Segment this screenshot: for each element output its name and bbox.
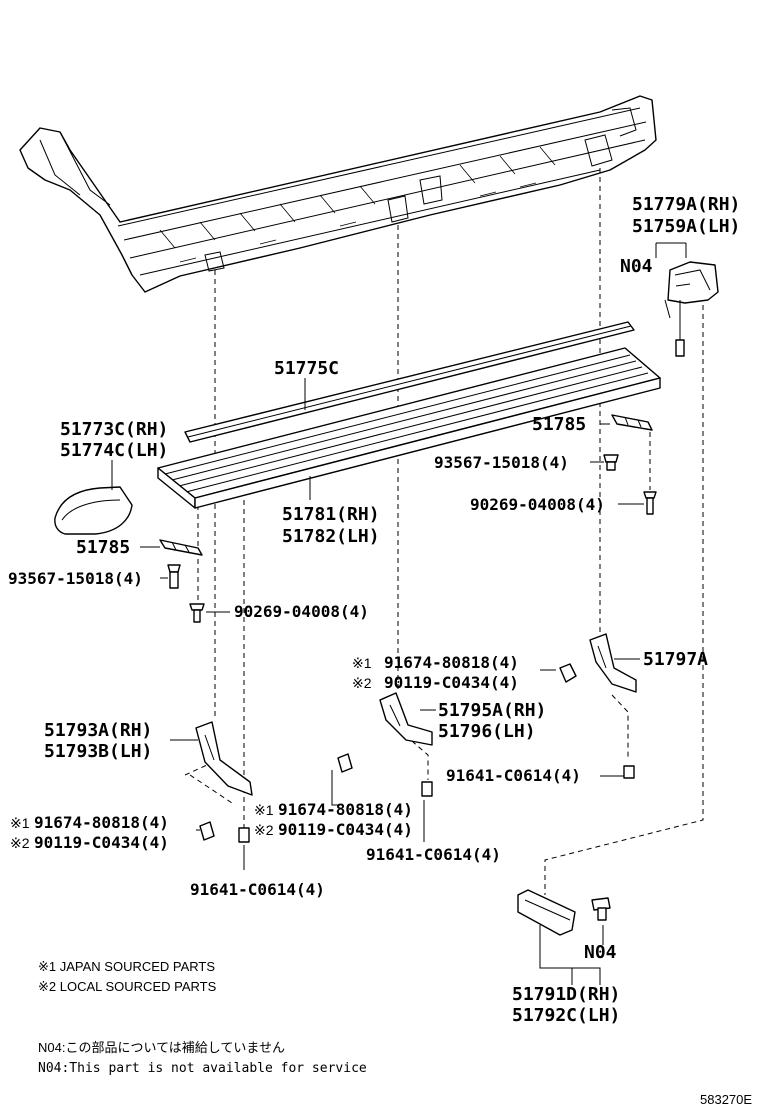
label-90119-mid: 90119-C0434(4) xyxy=(278,820,413,839)
label-90119-mid-top: 90119-C0434(4) xyxy=(384,673,519,692)
running-board xyxy=(157,347,661,509)
label-51793b: 51793B(LH) xyxy=(44,741,152,762)
note-n04-english: N04:This part is not available for servi… xyxy=(38,1061,367,1076)
label-93567-left: 93567-15018(4) xyxy=(8,569,143,588)
assembly-dash-lines xyxy=(184,168,704,895)
note-local-sourced: ※2 LOCAL SOURCED PARTS xyxy=(38,979,217,994)
label-91674-mid: 91674-80818(4) xyxy=(278,800,413,819)
bracket-51795 xyxy=(379,692,433,746)
label-90269-right: 90269-04008(4) xyxy=(470,495,605,514)
label-51796: 51796(LH) xyxy=(438,721,536,742)
label-51792c: 51792C(LH) xyxy=(512,1005,620,1026)
bracket-51793 xyxy=(195,721,253,796)
label-51797a: 51797A xyxy=(643,649,708,670)
mark-1-mid-top: ※1 xyxy=(352,655,372,671)
mark-2-left: ※2 xyxy=(10,835,30,851)
end-cap-rear xyxy=(664,261,719,357)
label-51793a: 51793A(RH) xyxy=(44,720,152,741)
label-51773c: 51773C(RH) xyxy=(60,419,168,440)
mark-1-left: ※1 xyxy=(10,815,30,831)
label-51759a: 51759A(LH) xyxy=(632,216,740,237)
label-93567-right: 93567-15018(4) xyxy=(434,453,569,472)
mark-1-mid: ※1 xyxy=(254,802,274,818)
label-90119-left: 90119-C0434(4) xyxy=(34,833,169,852)
label-91641-right: 91641-C0614(4) xyxy=(446,766,581,785)
clip-51785-left xyxy=(159,539,203,556)
label-leaders xyxy=(111,242,687,985)
label-n04-top: N04 xyxy=(620,256,653,277)
end-cap-front xyxy=(54,486,133,535)
label-51791d: 51791D(RH) xyxy=(512,984,620,1005)
frame-side-rail xyxy=(19,95,657,293)
label-91674-mid-top: 91674-80818(4) xyxy=(384,653,519,672)
label-51779a: 51779A(RH) xyxy=(632,194,740,215)
label-51785-left: 51785 xyxy=(76,537,130,558)
label-91641-mid: 91641-C0614(4) xyxy=(366,845,501,864)
fasteners xyxy=(167,454,657,921)
label-51781: 51781(RH) xyxy=(282,504,380,525)
label-90269-left: 90269-04008(4) xyxy=(234,602,369,621)
figure-code: 583270E xyxy=(700,1092,752,1107)
note-japan-sourced: ※1 JAPAN SOURCED PARTS xyxy=(38,959,215,974)
clip-51785-right xyxy=(611,414,653,431)
step-pad-51791d xyxy=(517,889,576,936)
mark-2-mid: ※2 xyxy=(254,822,274,838)
bracket-51797a xyxy=(589,633,637,693)
strip-51775c xyxy=(184,321,635,443)
label-51782: 51782(LH) xyxy=(282,526,380,547)
label-51795a: 51795A(RH) xyxy=(438,700,546,721)
label-91674-left: 91674-80818(4) xyxy=(34,813,169,832)
label-n04-bottom: N04 xyxy=(584,942,617,963)
note-n04-japanese: N04:この部品については補給していません xyxy=(38,1040,285,1055)
label-51775c: 51775C xyxy=(274,358,339,379)
label-51785-right: 51785 xyxy=(532,414,586,435)
label-51774c: 51774C(LH) xyxy=(60,440,168,461)
mark-2-mid-top: ※2 xyxy=(352,675,372,691)
label-91641-left: 91641-C0614(4) xyxy=(190,880,325,899)
